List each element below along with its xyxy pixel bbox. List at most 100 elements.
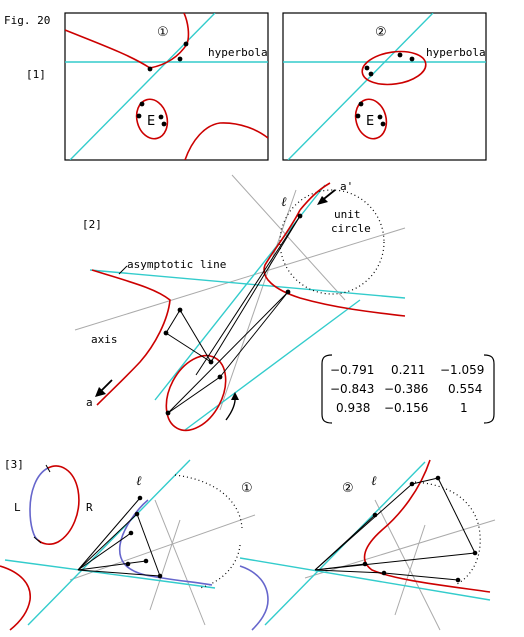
point (217, 374, 223, 380)
a-label: a (86, 396, 93, 409)
panel-3-1-construction (77, 513, 138, 571)
panel-3-2: ℓ ② (239, 459, 496, 631)
panel-3-2-point (381, 570, 387, 576)
panel-1-2-hyperbola-closed (361, 50, 427, 86)
panel-3-1-construction (77, 560, 147, 571)
point (177, 307, 183, 313)
panel-3-2-axis (394, 524, 426, 616)
panel-3-1-point (157, 573, 163, 579)
panel-3-1-construction (77, 532, 132, 571)
panel-1-2-point (355, 113, 361, 119)
point (163, 330, 169, 336)
panel-3-2-point (372, 512, 378, 518)
panel-3-2-construction (314, 569, 385, 574)
panel-1-2-point (377, 114, 383, 120)
unit-label: unit (334, 208, 361, 221)
panel-3-1-ell-label: ℓ (136, 474, 142, 489)
panel-1-1-E-label: E (147, 114, 155, 129)
arrow-a-icon (95, 379, 113, 397)
ellipse (165, 354, 227, 432)
panel-3-2-blue-branch (239, 565, 269, 631)
panel-3-2-point (472, 550, 478, 556)
matrix-cell: −0.791 (330, 363, 374, 377)
matrix-cell: 0.554 (448, 382, 482, 396)
panel-3-2-point (409, 481, 415, 487)
panel-1-1-point (139, 101, 145, 107)
lr-ellipse-tick (45, 464, 51, 473)
panel-1-1-hyperbola-label: hyperbola (208, 46, 268, 59)
axis-label: axis (91, 333, 118, 346)
arrow-a-prime-icon (317, 189, 336, 205)
panel-3-2-construction (314, 514, 376, 571)
panel-1-1-number: ① (157, 25, 169, 40)
construction-line (219, 291, 289, 378)
tangent-line-lower (184, 299, 361, 431)
panel-1-2-point (409, 56, 415, 62)
panel-1-2-point (358, 101, 364, 107)
axis-line (74, 227, 406, 331)
panel-3-1-axis (149, 519, 181, 611)
lr-ellipse: L R (14, 464, 93, 545)
section-3-label: [3] (4, 458, 24, 471)
L-label: L (14, 501, 21, 514)
construction-line (167, 376, 221, 414)
asymptotic-line-label: asymptotic line (127, 258, 226, 271)
construction-line (165, 332, 212, 363)
construction-line (179, 309, 212, 363)
unit-circle (279, 189, 385, 295)
matrix-bracket-left (321, 354, 333, 424)
ell-label: ℓ (281, 195, 287, 210)
point (297, 213, 303, 219)
panel-1-2: ② hyperbola E (282, 12, 487, 161)
panel-3-2-axis (374, 499, 441, 631)
panel-1-2-hyperbola-label: hyperbola (426, 46, 486, 59)
panel-3-1-construction (77, 497, 141, 571)
point (285, 289, 291, 295)
panel-1-1-ellipse-E (135, 98, 169, 140)
lr-ellipse-left-arc (29, 467, 49, 541)
matrix-cell: −0.156 (384, 401, 428, 415)
panel-3-2-asymptote (239, 557, 491, 601)
panel-3-2-construction (437, 477, 476, 554)
matrix-cell: −1.059 (440, 363, 484, 377)
panel-3-1-axis (154, 499, 206, 626)
panel-1-1-hyperbola-branch-left (65, 29, 151, 69)
panel-3-1-construction (77, 569, 161, 577)
panel-3-1-blue-branch (118, 499, 213, 586)
section-2: [2] (74, 174, 495, 432)
panel-3-2-construction (314, 563, 366, 571)
panel-3-1: ℓ ① (0, 459, 256, 631)
matrix-bracket-right (483, 354, 495, 424)
panel-1-2-ellipse-E (354, 98, 388, 140)
panel-1-1-asymptote-diagonal (69, 13, 216, 160)
section-3: [3] L R (0, 458, 496, 631)
panel-1-2-point (364, 65, 370, 71)
panel-1-1: ① hyperbola E (64, 12, 269, 161)
panel-1-1-point (177, 56, 183, 62)
panel-3-1-construction (136, 513, 161, 577)
matrix: −0.791 0.211 −1.059 −0.843 −0.386 0.554 … (321, 354, 495, 424)
matrix-cell: −0.386 (384, 382, 428, 396)
panel-3-2-construction (383, 572, 459, 581)
panel-1-1-point (147, 66, 153, 72)
figure-title: Fig. 20 (4, 14, 50, 27)
matrix-cell: 0.938 (336, 401, 370, 415)
circle-label: circle (331, 222, 371, 235)
panel-1-2-E-label: E (366, 114, 374, 129)
hyperbola-branch-right (263, 209, 406, 317)
panel-3-2-point (435, 475, 441, 481)
rotation-arrow-icon (225, 392, 239, 421)
panel-3-2-ell-label: ℓ (371, 474, 377, 489)
matrix-cell: 1 (460, 401, 468, 415)
panel-1-2-point (397, 52, 403, 58)
panel-1-2-point (368, 71, 374, 77)
asymptotic-line-pointer (118, 265, 128, 275)
panel-3-1-axis (69, 514, 256, 581)
hyperbola-branch-left (91, 269, 171, 406)
panel-3-1-point (125, 561, 131, 567)
axis-secondary (219, 189, 297, 411)
lr-ellipse-tick (33, 536, 42, 544)
lr-ellipse-right-arc (37, 465, 80, 545)
panel-3-2-red-branch (363, 459, 491, 593)
